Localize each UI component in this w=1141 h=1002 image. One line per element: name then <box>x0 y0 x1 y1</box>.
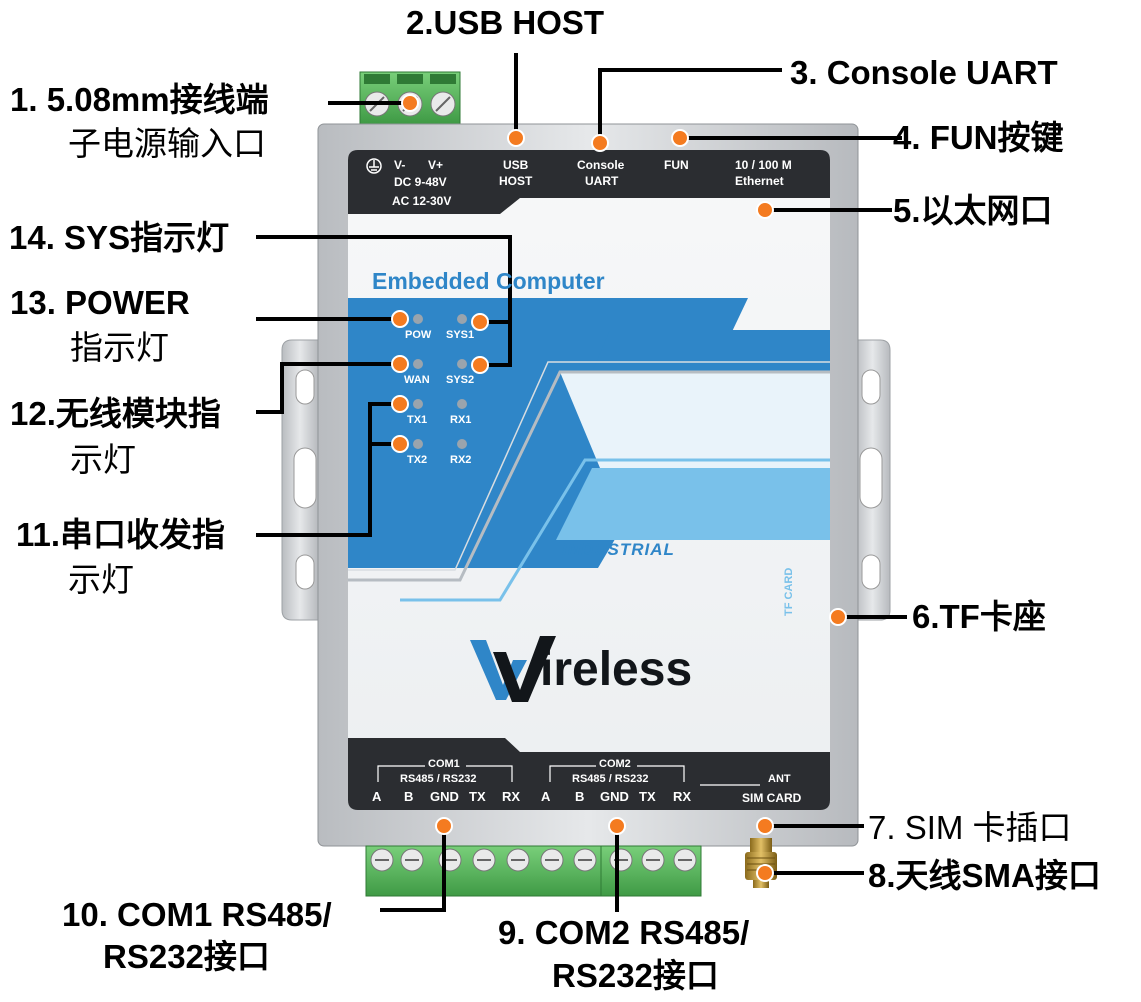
com2-pin-label: B <box>575 789 585 804</box>
callout-11-line2: 示灯 <box>68 561 134 598</box>
ground-icon <box>366 158 382 174</box>
callout-2: 2.USB HOST <box>406 4 605 41</box>
led-label-rx2: RX2 <box>450 454 472 466</box>
mounting-ear-right <box>854 339 891 621</box>
callout-9-line1: 9. COM2 RS485/ <box>498 914 750 951</box>
callout-1-line2: 子电源输入口 <box>68 125 266 162</box>
tf-card-text: TF CARD <box>783 567 795 616</box>
wireless-logo-mark <box>470 636 556 702</box>
callout-14: 14. SYS指示灯 <box>9 219 230 256</box>
led-label-rx1: RX1 <box>450 414 472 426</box>
fun-label: FUN <box>664 158 689 172</box>
ant-label: ANT <box>768 773 791 785</box>
com1-pin-label: RX <box>502 789 521 804</box>
industrial-text: INDUSTRIAL <box>562 540 675 559</box>
led-label-tx2: TX2 <box>407 454 428 466</box>
callout-9-line2: RS232接口 <box>552 957 719 994</box>
com1-mode-label: RS485 / RS232 <box>400 773 477 785</box>
com2-pin-label: A <box>541 789 551 804</box>
ethernet-label-line2: Ethernet <box>735 174 784 188</box>
top-label-panel <box>348 150 830 214</box>
callout-10-line1: 10. COM1 RS485/ <box>62 896 332 933</box>
mounting-ear-left <box>281 339 319 621</box>
led-label-tx1: TX1 <box>407 414 428 426</box>
led-label-sys1: SYS1 <box>446 329 475 341</box>
callout-6: 6.TF卡座 <box>912 598 1046 635</box>
embedded-computer-text: Embedded Computer <box>372 268 605 294</box>
callout-markers <box>391 94 847 882</box>
com2-pin-label: TX <box>639 789 656 804</box>
sim-card-label: SIM CARD <box>742 791 802 805</box>
callout-12-line1: 12.无线模块指 <box>10 395 221 432</box>
front-graphic <box>348 298 830 602</box>
callout-7: 7. SIM 卡插口 <box>868 809 1072 846</box>
usb-label-line1: USB <box>503 158 529 172</box>
com1-pin-label: A <box>372 789 382 804</box>
led-label-sys2: SYS2 <box>446 374 475 386</box>
callout-11-line1: 11.串口收发指 <box>16 516 226 553</box>
com2-pin-label: RX <box>673 789 692 804</box>
terminal-screws <box>370 848 697 872</box>
com2-mode-label: RS485 / RS232 <box>572 773 649 785</box>
com2-pin-label: GND <box>600 789 629 804</box>
led-label-wan: WAN <box>404 374 430 386</box>
com1-pin-label: GND <box>430 789 459 804</box>
callout-13-line1: 13. POWER <box>10 284 190 321</box>
callout-3: 3. Console UART <box>790 54 1058 91</box>
led-array <box>413 314 467 449</box>
led-label-pow: POW <box>405 329 432 341</box>
power-v-plus-label: V+ <box>428 158 444 172</box>
callout-1-line1: 1. 5.08mm接线端 <box>10 81 269 118</box>
console-label-line1: Console <box>577 158 625 172</box>
com2-label: COM2 <box>599 758 631 770</box>
callout-8: 8.天线SMA接口 <box>868 857 1101 894</box>
com1-pin-label: B <box>404 789 414 804</box>
callout-4: 4. FUN按键 <box>893 119 1064 156</box>
console-label-line2: UART <box>585 174 619 188</box>
power-dc-label: DC 9-48V <box>394 175 447 189</box>
usb-label-line2: HOST <box>499 174 533 188</box>
ethernet-label-line1: 10 / 100 M <box>735 158 792 172</box>
callout-5: 5.以太网口 <box>893 192 1053 229</box>
com1-label: COM1 <box>428 758 460 770</box>
brand-text: ireless <box>540 643 693 696</box>
bottom-label-panel <box>348 738 830 810</box>
callout-13-line2: 指示灯 <box>70 329 169 366</box>
power-ac-label: AC 12-30V <box>392 194 452 208</box>
callout-12-line2: 示灯 <box>70 441 136 478</box>
com-brackets <box>377 765 760 786</box>
power-v-minus-label: V- <box>394 158 406 172</box>
callout-10-line2: RS232接口 <box>103 938 270 975</box>
leader-lines <box>256 53 907 912</box>
com1-pin-label: TX <box>469 789 486 804</box>
